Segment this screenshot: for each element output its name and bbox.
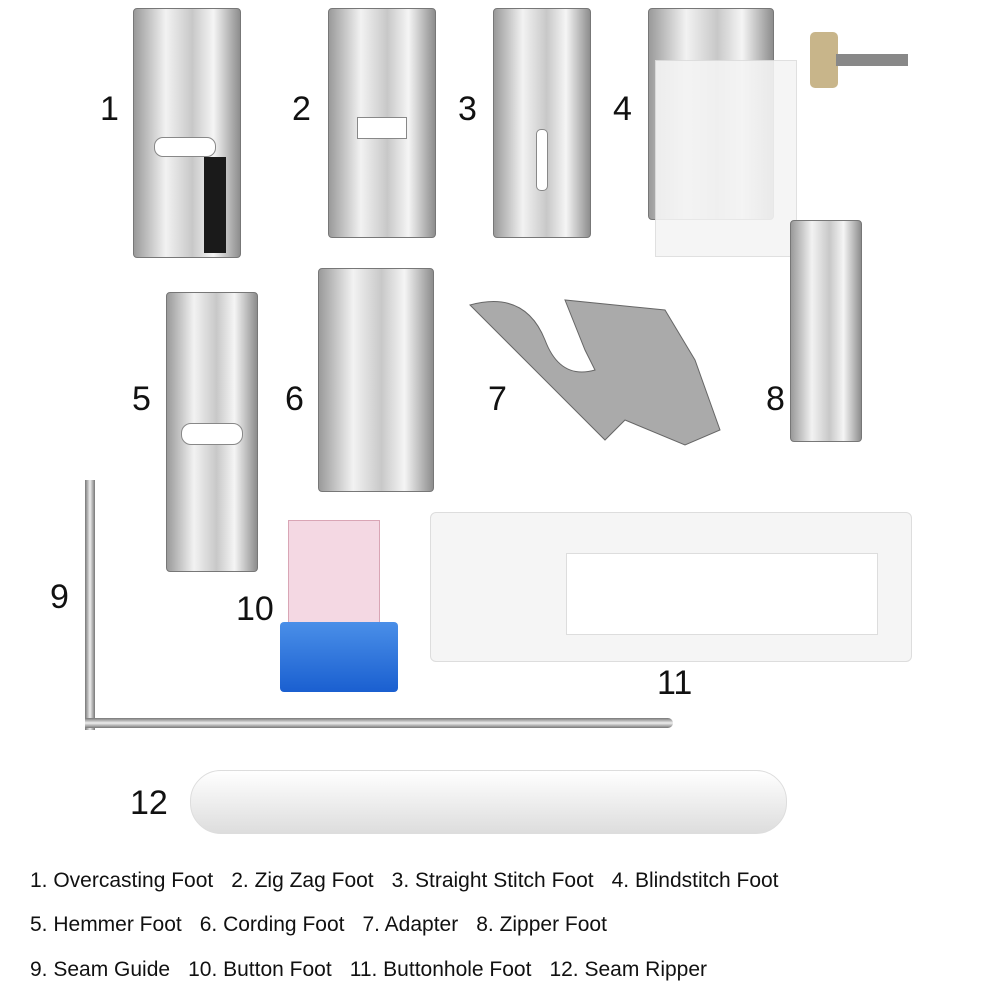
label-9: 9 (50, 578, 69, 616)
hemmer-foot (166, 292, 258, 572)
seam-guide (85, 480, 95, 730)
label-3: 3 (458, 90, 477, 128)
adapter (469, 299, 721, 446)
button-foot-base (280, 622, 398, 692)
adjustment-screw (810, 32, 838, 88)
label-12: 12 (130, 784, 168, 822)
straight-stitch-foot (493, 8, 591, 238)
overcasting-foot (133, 8, 241, 258)
label-5: 5 (132, 380, 151, 418)
caption: 1. Overcasting Foot (30, 869, 214, 892)
caption: 7. Adapter (362, 913, 459, 936)
label-7: 7 (488, 380, 507, 418)
label-2: 2 (292, 90, 311, 128)
label-11: 11 (657, 664, 693, 702)
label-1: 1 (100, 90, 119, 128)
caption: 3. Straight Stitch Foot (391, 869, 594, 892)
caption: 6. Cording Foot (199, 913, 345, 936)
caption-row-3: 9. Seam Guide 10. Button Foot 11. Buttonho… (30, 958, 725, 982)
caption: 10. Button Foot (188, 958, 332, 981)
caption: 9. Seam Guide (30, 958, 171, 981)
caption: 2. Zig Zag Foot (231, 869, 374, 892)
label-6: 6 (285, 380, 304, 418)
caption: 5. Hemmer Foot (30, 913, 182, 936)
button-foot (288, 520, 380, 642)
caption-row-2: 5. Hemmer Foot 6. Cording Foot 7. Adapter 8… (30, 913, 625, 937)
caption: 4. Blindstitch Foot (611, 869, 779, 892)
seam-ripper (190, 770, 787, 834)
zipper-foot-8 (790, 220, 862, 442)
label-4: 4 (613, 90, 632, 128)
caption: 8. Zipper Foot (476, 913, 607, 936)
screw-thread (836, 54, 908, 66)
cording-foot (318, 268, 434, 492)
label-8: 8 (766, 380, 785, 418)
zigzag-foot (328, 8, 436, 238)
caption: 11. Buttonhole Foot (349, 958, 532, 981)
buttonhole-foot (430, 512, 912, 662)
label-10: 10 (236, 590, 274, 628)
caption-row-1: 1. Overcasting Foot 2. Zig Zag Foot 3. Str… (30, 869, 797, 893)
seam-guide-bar (85, 718, 673, 728)
caption: 12. Seam Ripper (549, 958, 708, 981)
blindstitch-guide (655, 60, 797, 257)
